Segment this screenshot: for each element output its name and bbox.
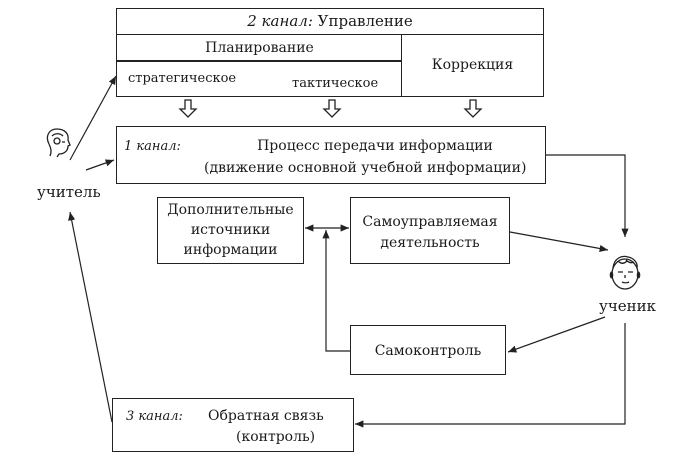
self-control-box [350,325,506,375]
self-managed-line1: Самоуправляемая [362,214,498,230]
line-selfcontrol-to-junction [322,230,350,352]
student-face-icon [609,255,641,290]
self-managed-line2: деятельность [380,235,480,251]
channel3-line2: (контроль) [236,429,316,445]
channel2-label: 2 канал: [247,12,313,30]
down-arrow-correction [463,99,483,118]
extra-sources-line2: источники [190,222,271,238]
correction-label: Коррекция [431,57,514,73]
channel2-header [116,8,544,36]
planning-divider [116,60,403,62]
arrow-channel1-to-student [545,154,629,237]
extra-sources-line1: Дополнительные [167,202,294,218]
channel3-label: 3 канал: [126,409,183,424]
self-control-label: Самоконтроль [374,343,482,359]
channel1-line2: (движение основной учебной информации) [204,160,527,176]
extra-sources-box [157,197,304,264]
channel2-title-text: Управление [317,12,413,30]
extra-sources-line3: информации [183,242,278,258]
arrow-channel3-to-teacher [68,211,113,423]
channel3-line1: Обратная связь [208,408,324,424]
strategic-label: стратегическое [128,71,237,86]
teacher-label: учитель [37,183,101,201]
channel1-box [116,126,546,184]
planning-label: Планирование [205,40,314,56]
arrow-teacher-to-channel1 [85,159,115,171]
arrow-student-to-channel3 [355,323,626,428]
down-arrow-strategic [178,99,198,118]
tactical-label: тактическое [292,76,379,91]
self-managed-box [350,197,510,264]
arrow-teacher-to-channel2 [69,75,117,161]
arrow-selfmanaged-to-student [509,231,609,253]
channel1-line1: Процесс передачи информации [257,138,493,154]
channel2-title: 2 канал: Управление [116,14,544,29]
teacher-face-icon [46,128,71,158]
student-label: ученик [599,297,656,315]
arrow-student-to-selfcontrol [507,316,606,353]
planning-box [116,34,403,97]
down-arrow-tactical [322,99,342,118]
channel3-box [112,398,354,452]
correction-box [401,34,544,97]
channel1-label: 1 канал: [124,139,181,154]
